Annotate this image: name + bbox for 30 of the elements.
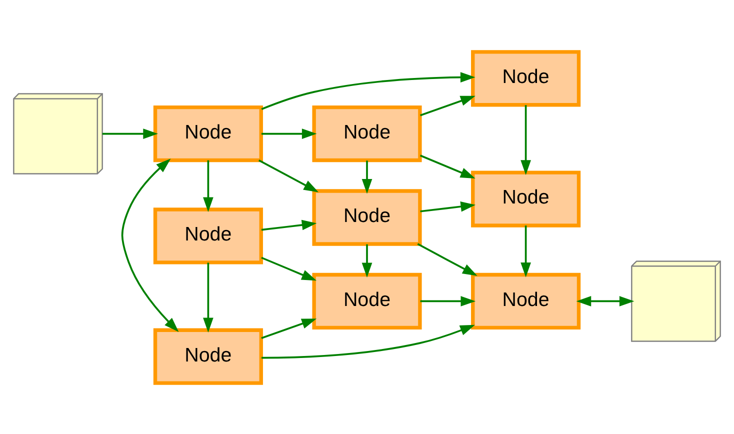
- node-box: Node: [471, 272, 581, 330]
- arrow: [261, 128, 317, 138]
- arrow: [576, 296, 634, 306]
- arrow: [261, 318, 317, 339]
- arrow: [121, 158, 179, 332]
- node-box: Node: [471, 50, 581, 106]
- node-box: Node: [153, 104, 263, 162]
- arrow: [262, 324, 475, 358]
- node-box: Node: [153, 328, 263, 384]
- arrow: [520, 225, 531, 277]
- arrow: [258, 158, 319, 192]
- arrow: [420, 154, 476, 178]
- arrow: [417, 242, 478, 276]
- arrow: [261, 219, 317, 230]
- node-box: Node: [312, 272, 422, 330]
- arrow: [420, 200, 476, 212]
- node-box: Node: [471, 170, 581, 227]
- arrow: [102, 128, 158, 138]
- arrow: [203, 262, 214, 332]
- arrow: [420, 296, 476, 306]
- node-box: Node: [153, 207, 263, 264]
- arrow: [420, 95, 476, 116]
- arrow: [261, 256, 317, 280]
- arrow: [261, 72, 476, 110]
- arrow: [203, 160, 214, 212]
- arrow: [362, 244, 372, 278]
- node-box: Node: [312, 188, 422, 246]
- arrow: [520, 104, 531, 174]
- node-box: Node: [312, 104, 422, 162]
- arrow: [362, 160, 372, 194]
